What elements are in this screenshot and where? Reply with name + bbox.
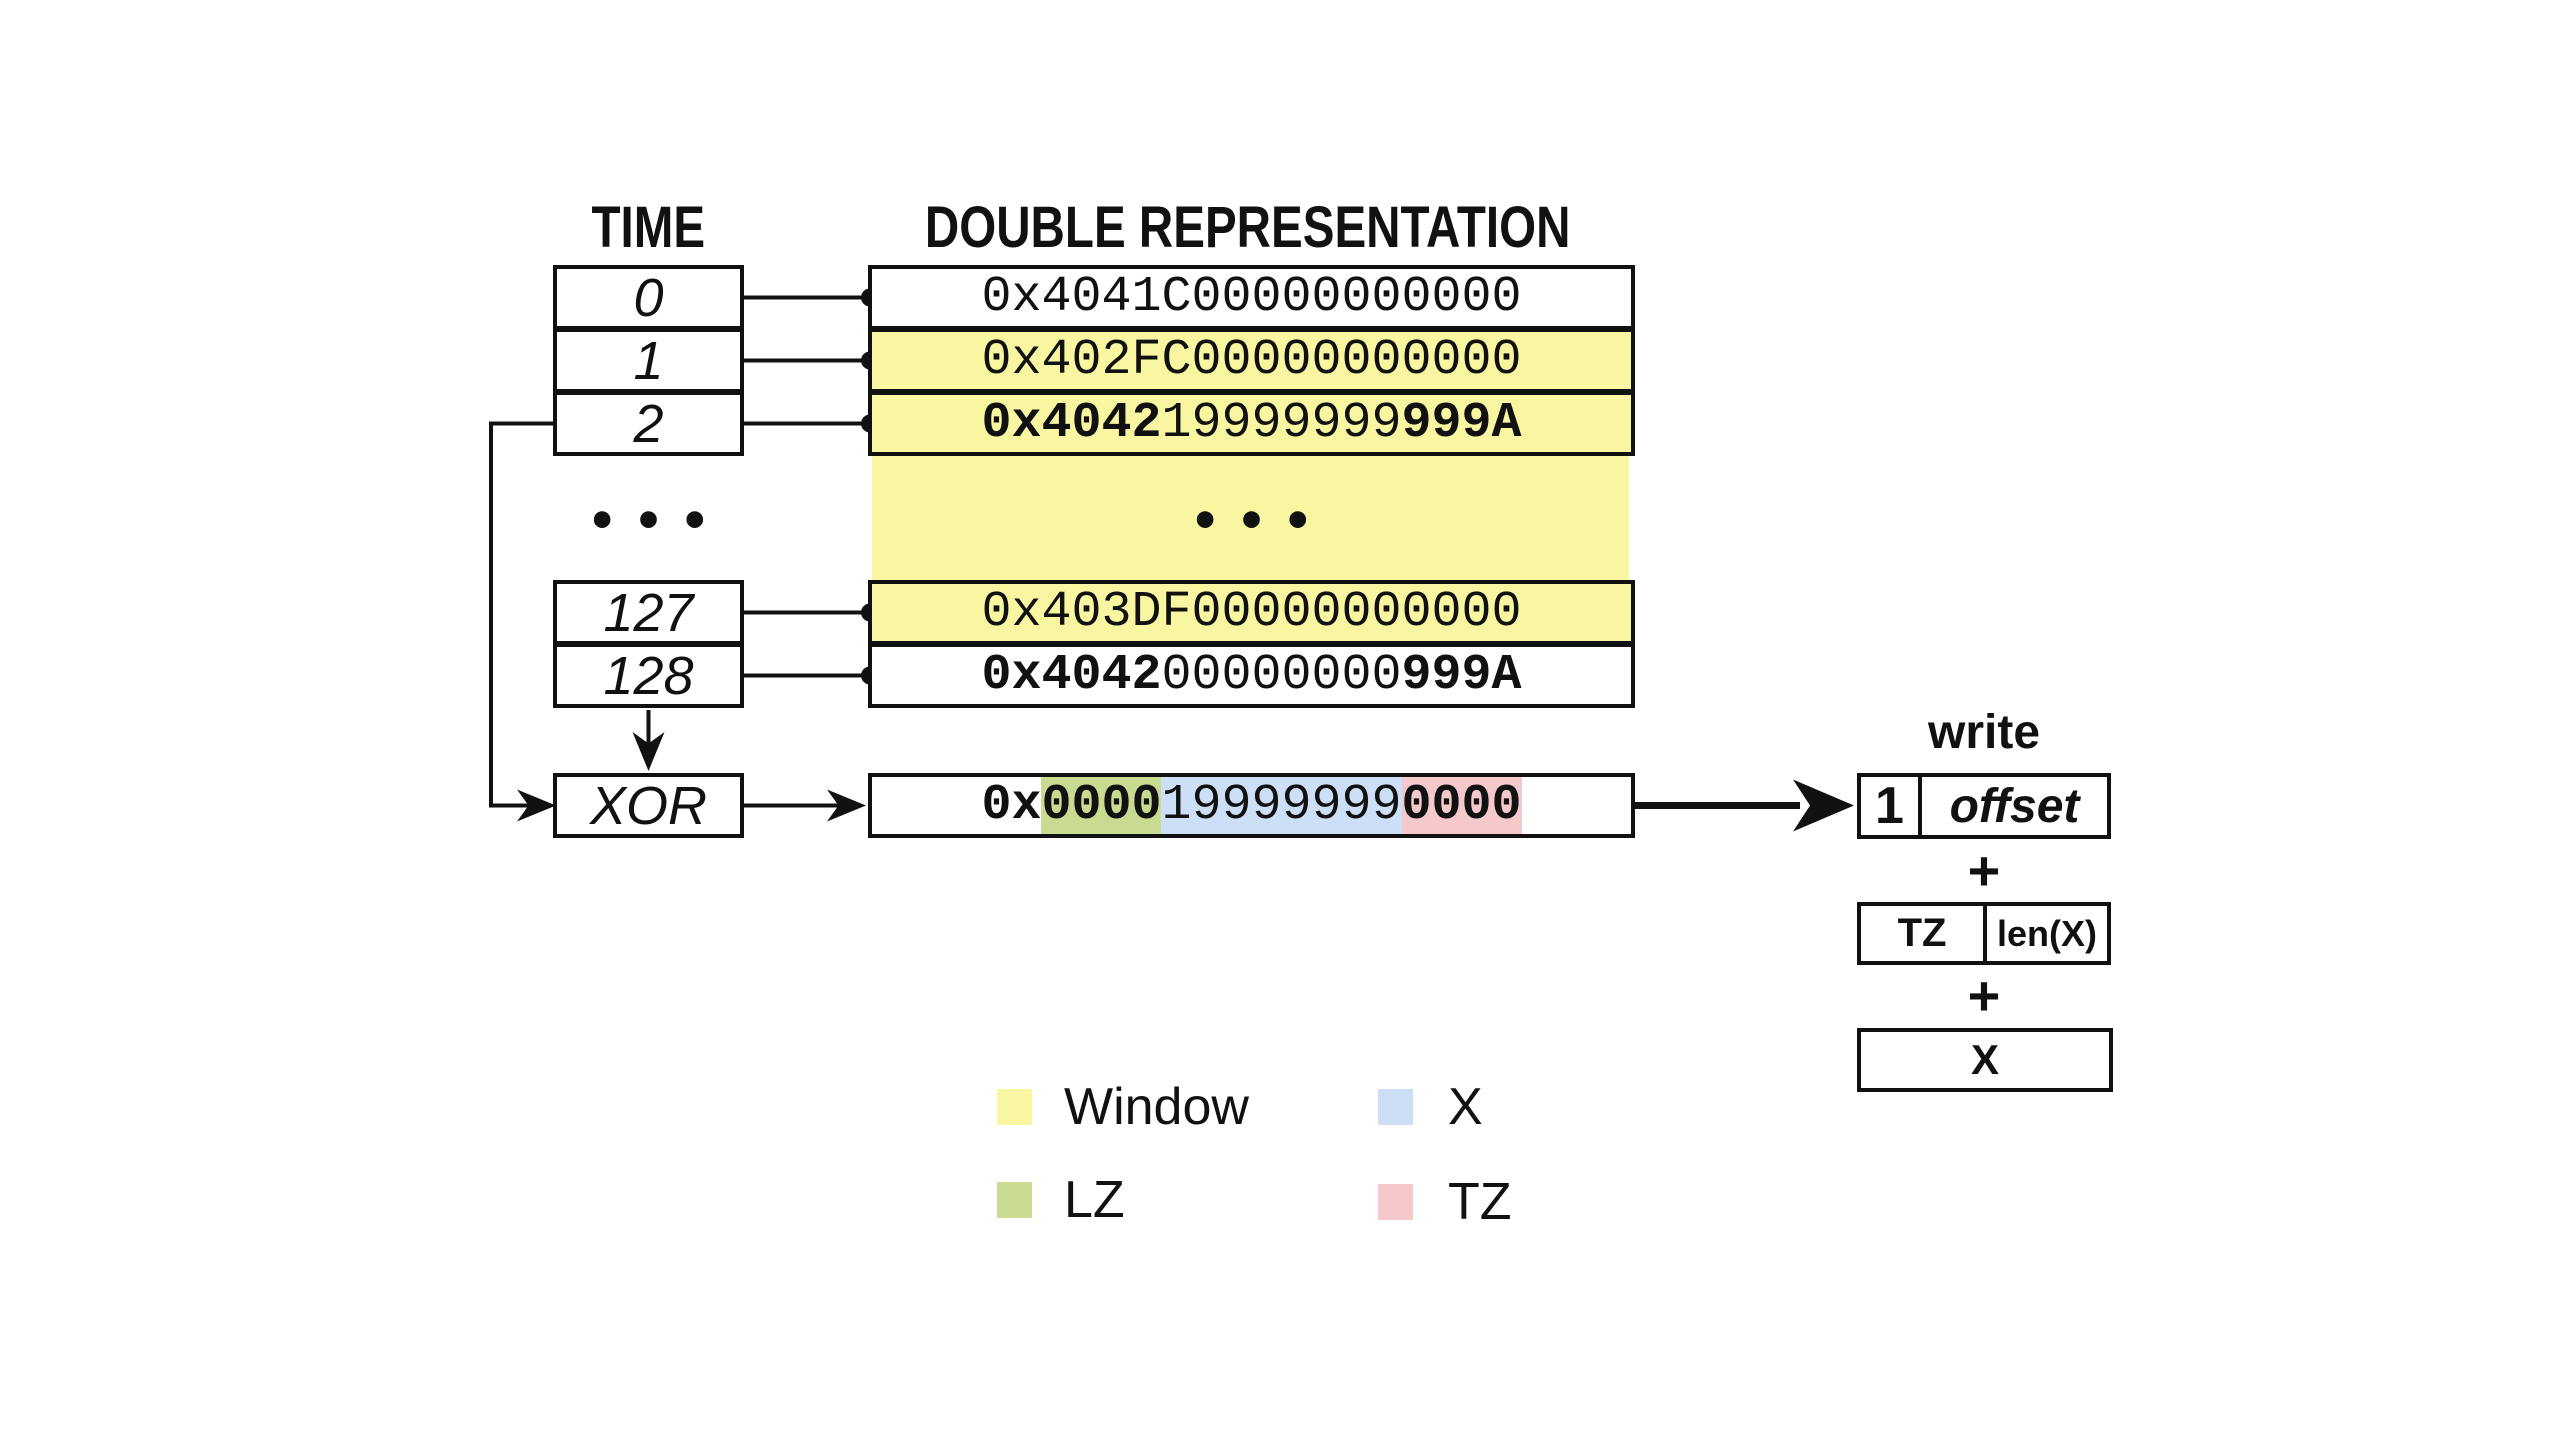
xor-box: XOR [553,773,744,838]
write-tz-len-box: TZ len(X) [1857,902,2111,965]
legend-label-lz: LZ [1064,1171,1125,1229]
write-x-label: X [1970,1036,1999,1083]
hex-segment: 0x [981,777,1042,834]
write-flag-offset-box: 1 offset [1857,773,2111,839]
time-box-0: 0 [553,265,744,330]
double-representation-header: DOUBLE REPRESENTATION [848,198,1648,258]
time-value: 2 [633,393,664,454]
write-tz-cell: TZ [1861,906,1987,961]
legend-label-window: Window [1064,1078,1249,1136]
legend-swatch-window [997,1089,1032,1125]
time-column-header: TIME [448,198,848,258]
row2-to-xor-line [489,421,553,808]
hex-segment: 999A [1401,395,1522,452]
write-flag-value: 1 [1875,777,1904,835]
write-plus-2: + [1967,964,2001,1027]
xor-to-result-arrowhead-icon [827,789,866,822]
hex-segment: 0x4042 [981,647,1162,704]
hex-segment: 0x403DF00000000000 [981,584,1522,641]
time-box-2: 2 [553,391,744,456]
time-value: 128 [603,645,694,706]
time-value: 0 [633,267,664,328]
time-box-127: 127 [553,580,744,645]
hex-segment-tz: 0000 [1401,777,1522,834]
hex-segment: 0x4041C00000000000 [981,269,1522,326]
time-ellipsis: ••• [592,487,731,552]
xor-label: XOR [589,775,708,836]
legend-swatch-tz [1378,1184,1413,1220]
hex-box-127: 0x403DF00000000000 [868,580,1635,645]
write-offset-cell: offset [1922,777,2107,835]
time-value: 1 [633,330,664,391]
result-to-write-arrowhead-icon [1793,779,1854,832]
hex-segment-x: 19999999 [1161,777,1402,834]
legend-swatch-x [1378,1089,1413,1125]
hex-segment: 0x402FC00000000000 [981,332,1522,389]
hex-ellipsis: ••• [1195,487,1334,552]
hex-segment: 0x4042 [981,395,1162,452]
write-offset-label: offset [1949,779,2080,833]
hex-segment: 999A [1401,647,1522,704]
row128-to-xor-arrowhead-icon [632,732,665,771]
window-band-fill [872,452,1629,584]
hex-segment-lz: 0000 [1041,777,1162,834]
hex-segment: 19999999 [1161,395,1402,452]
legend-label-x: X [1448,1078,1483,1136]
time-value: 127 [603,582,694,643]
write-flag-cell: 1 [1861,777,1922,835]
write-len-cell: len(X) [1987,906,2107,961]
double-representation-header-label: DOUBLE REPRESENTATION [925,195,1571,260]
legend-swatch-lz [997,1182,1032,1218]
write-title: write [1927,706,2041,759]
time-header-label: TIME [591,195,705,260]
write-tz-label: TZ [1897,911,1947,955]
write-len-label: len(X) [1996,912,2097,954]
time-box-1: 1 [553,328,744,393]
legend-label-tz: TZ [1448,1173,1512,1231]
time-box-128: 128 [553,643,744,708]
write-x-box: X [1857,1028,2113,1092]
row2-to-xor-arrowhead-icon [517,789,556,822]
write-plus-1: + [1967,839,2001,902]
hex-box-0: 0x4041C00000000000 [868,265,1635,330]
hex-box-1: 0x402FC00000000000 [868,328,1635,393]
hex-segment: 00000000 [1161,647,1402,704]
